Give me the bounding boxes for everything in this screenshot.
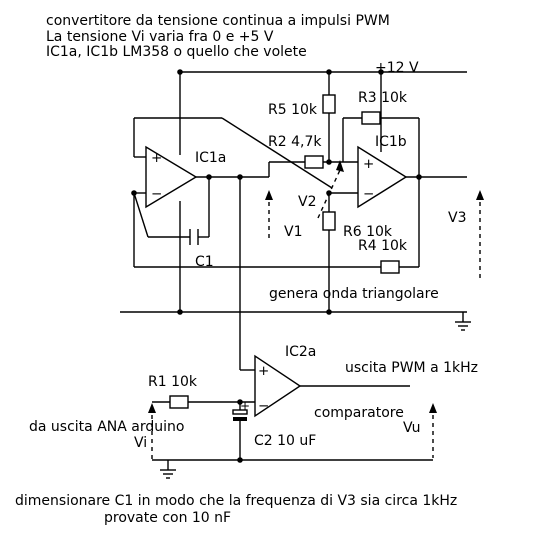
vu-voltage-arrow — [429, 403, 437, 458]
note-try: provate con 10 nF — [104, 510, 231, 526]
c2-capacitor: + — [232, 399, 250, 421]
note-sizing: dimensionare C1 in modo che la frequenza… — [15, 493, 457, 509]
ground-symbol-right — [455, 312, 471, 331]
ic2a-label: IC2a — [285, 344, 316, 360]
vi-voltage-arrow — [148, 403, 156, 460]
c1-capacitor — [189, 229, 199, 245]
vu-label: Vu — [403, 420, 421, 436]
ic1b-minus-pin: − — [363, 186, 374, 202]
ic1b-opamp: + − — [357, 145, 408, 209]
ic1a-label: IC1a — [195, 150, 226, 166]
ground-symbol-left — [160, 460, 176, 479]
vi-label: Vi — [134, 435, 147, 451]
c1-label: C1 — [195, 254, 214, 270]
r5-label: R5 10k — [268, 102, 318, 118]
note-opamp-type: IC1a, IC1b LM358 o quello che volete — [46, 44, 307, 60]
svg-text:+: + — [240, 399, 250, 413]
ic1a-plus-pin: + — [151, 150, 162, 166]
input-source-label: da uscita ANA arduino — [29, 419, 184, 435]
ic1b-label: IC1b — [375, 134, 407, 150]
note-title: convertitore da tensione continua a impu… — [46, 13, 390, 29]
r1-label: R1 10k — [148, 374, 198, 390]
ic2a-minus-pin: − — [258, 398, 269, 414]
r1-resistor — [169, 395, 189, 409]
ic2a-comparator: + − — [254, 354, 302, 418]
triangle-generator-label: genera onda triangolare — [269, 286, 439, 302]
v1-voltage-arrow — [265, 190, 273, 240]
v1-label: V1 — [284, 224, 302, 240]
r4-resistor — [380, 260, 400, 274]
r6-resistor — [322, 211, 336, 231]
r2-label: R2 4,7k — [268, 134, 322, 150]
ic2a-plus-pin: + — [258, 363, 269, 379]
divider-wiring — [317, 72, 358, 312]
v3-label: V3 — [448, 210, 466, 226]
r4-label: R4 10k — [358, 238, 408, 254]
ic2a-wiring — [152, 385, 433, 463]
pwm-output-label: uscita PWM a 1kHz — [345, 360, 478, 376]
ic1a-minus-pin: − — [151, 186, 162, 202]
ground-rail — [120, 309, 467, 315]
supply-rail — [177, 69, 467, 75]
r5-resistor — [322, 94, 336, 114]
supply-label: +12 V — [375, 60, 419, 76]
r3-label: R3 10k — [358, 90, 408, 106]
comparator-label: comparatore — [314, 405, 404, 421]
v3-voltage-arrow — [476, 190, 484, 282]
note-input-range: La tensione Vi varia fra 0 e +5 V — [46, 29, 274, 45]
ic1a-opamp: + − — [145, 145, 198, 209]
v2-label: V2 — [298, 194, 316, 210]
r6-label: R6 10k — [343, 224, 393, 240]
ic1b-plus-pin: + — [363, 156, 374, 172]
r3-resistor — [361, 111, 381, 125]
ic1a-wiring — [131, 117, 420, 371]
r2-resistor — [304, 155, 324, 169]
ic1b-wiring — [342, 72, 467, 180]
c2-label: C2 10 uF — [254, 433, 316, 449]
